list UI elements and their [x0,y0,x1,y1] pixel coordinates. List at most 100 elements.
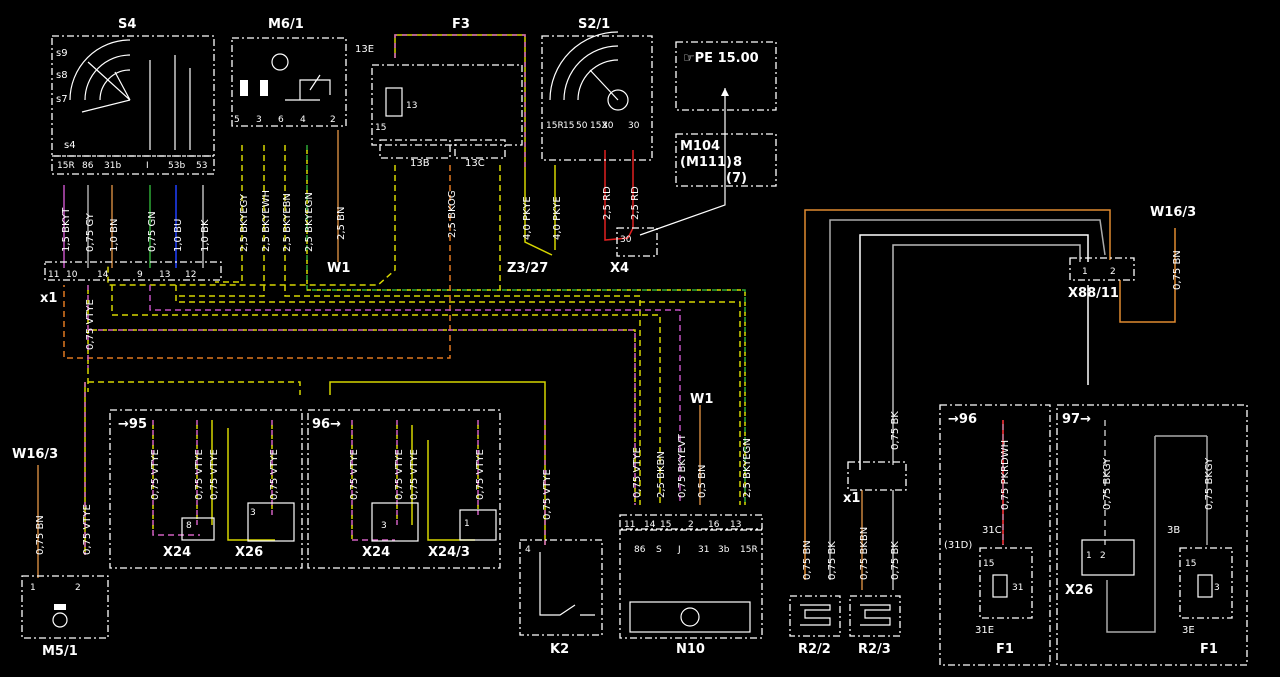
x1-pin-3: 9 [137,270,143,280]
wire-f3-bkog [63,165,451,359]
wire-label-s4-1: 1,5 BKYT [61,207,72,252]
s2-pin-1: 15 [563,121,574,131]
wire-label-s4-3: 1,0 BN [109,219,120,252]
wire-f1-bkgy2 [1106,435,1208,633]
label-m5-1: M5/1 [42,644,78,659]
wire-label-m6-4: 2,5 BKYEGN [304,192,315,252]
x24-3-block [459,509,497,541]
s4-pin-5: 53 [196,161,207,171]
x4-box [616,227,658,257]
group-95-box [109,409,303,569]
wire-x88-gy [829,219,1106,580]
r2-3-box [849,595,901,637]
m6-pin-0: 5 [234,115,240,125]
wire-x88-or2 [1119,228,1176,323]
x24-pin-1: 3 [381,521,387,531]
wire-x1-9 [149,285,681,505]
label-f3-13c: 13C [465,158,485,169]
wire-label-r22-bk: 0,75 BK [827,541,838,580]
r2-2-box [789,595,841,637]
component-labels: S4 M6/1 F3 S2/1 ☞PE 15.00 M104 (M111) 8 … [12,17,1220,659]
x26-f1-pin-0: 1 [1086,551,1092,561]
s4-position-0: s9 [56,48,68,59]
pe-arrow [721,88,729,96]
label-w16-3-left: W16/3 [12,447,58,462]
s2-rotor [607,89,629,111]
wire-label-r23-bk: 0,75 BK [890,541,901,580]
wire-x1-13 [175,285,741,505]
wire-bus-95 [87,368,301,395]
wire-x1-10-n10-y [88,329,636,505]
m5-pin-0: 1 [30,583,36,593]
s2-pin-4: 30 [602,121,614,131]
x1-pin-1: 10 [66,270,78,280]
f1a-fuse-box [979,547,1033,619]
x1-pin-0: 11 [48,270,59,280]
wire-label-g96-1: 0,75 VTYE [349,449,360,500]
wire-x1-14 [111,285,661,505]
wire-label-f1-bkgy2: 0,75 BKGY [1204,457,1215,510]
s4-switch-arcs [69,39,191,150]
wire-f3-top-pk [394,34,526,170]
wire-x88-or [804,209,1111,580]
s4-pin-3: I [146,161,149,171]
wire-x88-bk [892,244,1081,465]
wire-label-w16-right: 0,75 BN [1172,250,1183,290]
pe-box [675,41,777,111]
label-f3-13e: 13E [355,44,374,55]
label-x1-top: x1 [40,291,57,306]
x24-pin-0: 8 [186,521,192,531]
s2-pin-5: 30 [628,121,640,131]
label-x1-right: x1 [843,491,860,506]
label-r2-3: R2/3 [858,642,891,657]
n10-pin-2: 15 [660,520,671,530]
m104-box [675,133,777,187]
x1-pin-2: 14 [97,270,109,280]
label-m6-1: M6/1 [268,17,304,32]
m6-motor-icon [271,53,289,71]
wire-label-g95-3: 0,75 VTYE [209,449,220,500]
wire-s2-rd1 [604,150,629,241]
f3-pinstrip-b [379,139,451,159]
wire-label-n10-5: 2,5 BKYEGN [742,438,753,498]
label-f1a: F1 [996,642,1014,657]
n10-pin-1: 14 [644,520,656,530]
s4-pin-0: 15R [57,161,75,171]
m5-motor-icon [52,612,68,628]
x88-connector [1069,257,1135,281]
wire-label-m5-w: 0,75 VTYE [82,504,93,555]
label-s2-1: S2/1 [578,17,610,32]
wire-96-1 [351,420,395,541]
x88-pin-0: 1 [1082,267,1088,277]
s2-pin-3: 15X [590,121,608,131]
wire-label-m6-3: 2,5 BKYEBN [282,193,293,252]
label-f1-15a: 15 [983,559,994,569]
x24a-block [181,517,215,541]
f1b-fuse [1197,574,1213,598]
label-x24a: X24 [163,545,191,560]
label-f1-15b: 15 [1185,559,1196,569]
f1a-fuse [992,574,1008,598]
wire-label-s4-2: 0,75 GY [85,212,96,252]
label-f1-3b: 3B [1167,525,1180,536]
m6-pin-3: 4 [300,115,306,125]
wire-label-g95-4: 0,75 VTYE [269,449,280,500]
x88-pin-1: 2 [1110,267,1116,277]
x26-f1-block [1081,539,1135,576]
label-s4: S4 [118,17,136,32]
n10-box [619,529,763,639]
label-group-95: →95 [118,417,147,432]
label-f3-13: 13 [406,101,417,111]
wire-label-r23-bkbn: 0,75 BKBN [859,527,870,580]
n10-inner [629,601,751,633]
m6-fuse-2 [260,80,268,96]
f3-box [371,64,523,146]
label-f1-31d: (31D) [944,540,972,551]
wire-label-r22-bn: 0,75 BN [802,540,813,580]
wire-label-n10-1: 0,75 VTYE [632,447,643,498]
wire-label-x1-10: 0,75 VTYE [85,299,96,350]
label-group-96: 96→ [312,417,341,432]
label-x24-3: X24/3 [428,545,470,560]
